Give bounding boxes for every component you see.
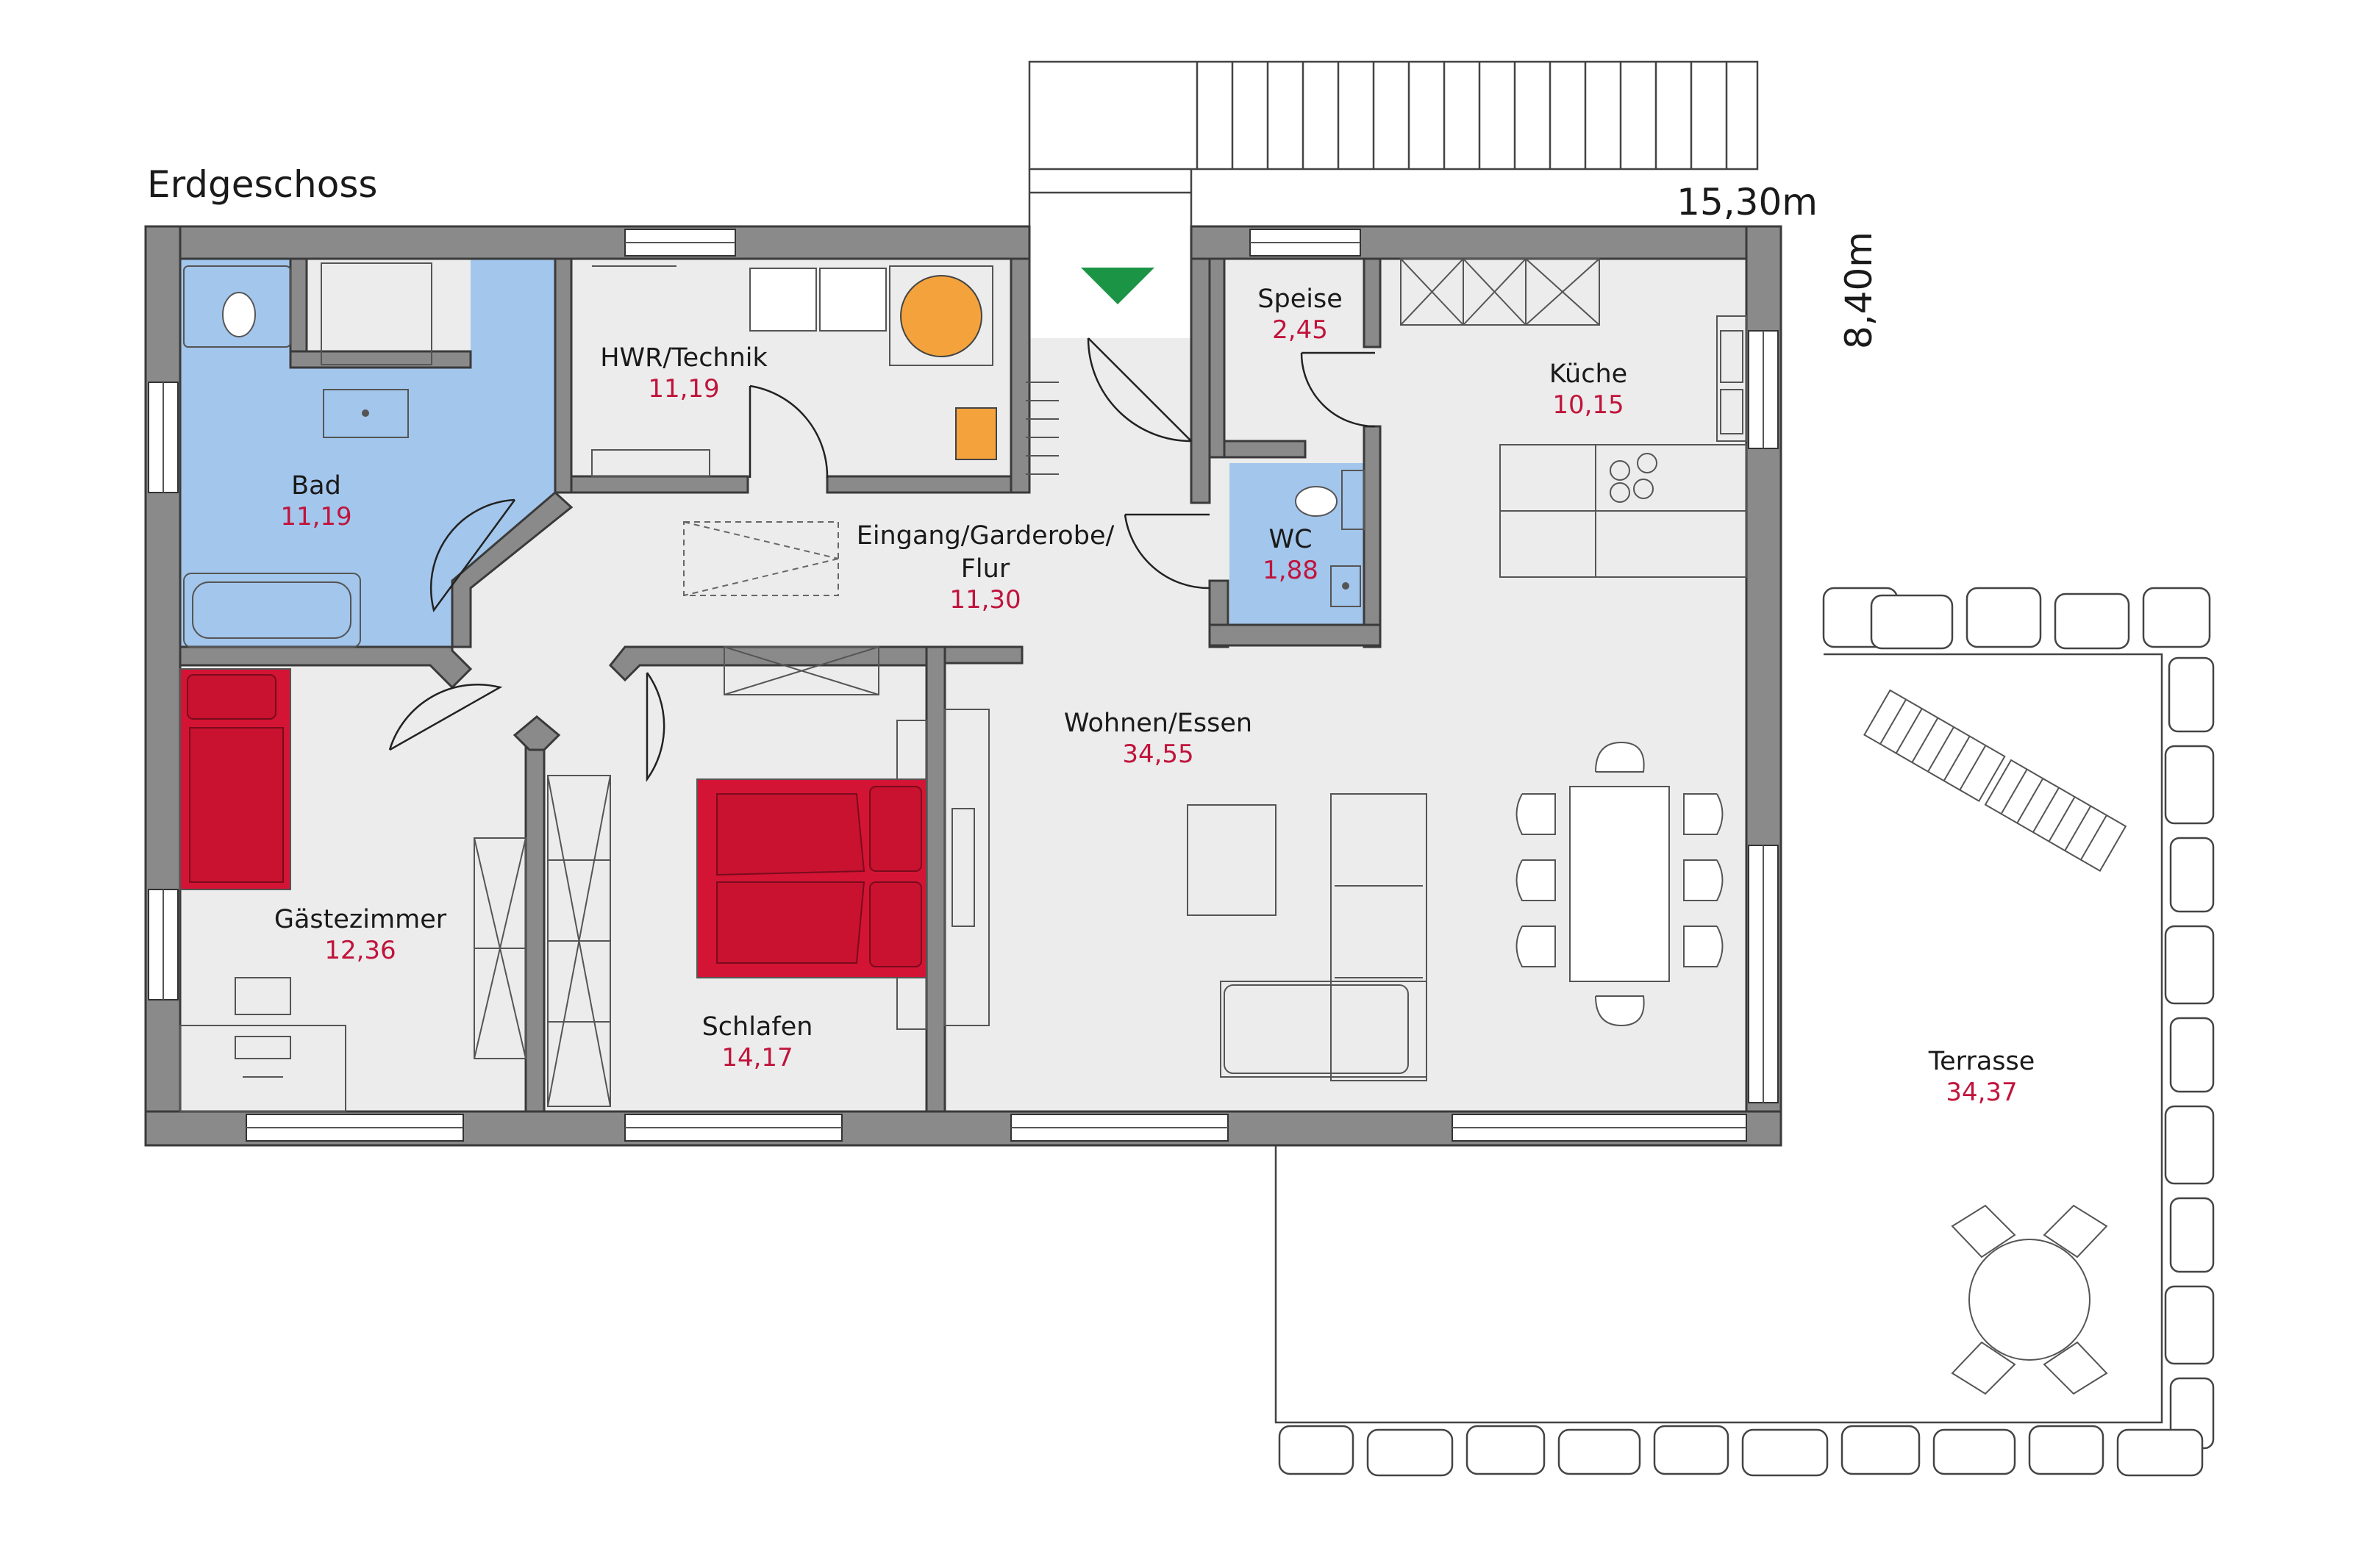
terrace — [1274, 587, 2215, 1477]
room-name-wohnen: Wohnen/Essen — [1064, 709, 1252, 738]
floors — [147, 228, 1779, 1132]
windows — [148, 229, 1779, 1142]
depth-dimension: 8,40m — [1838, 232, 1880, 349]
doors — [388, 337, 1376, 782]
sun-loungers — [1863, 689, 2127, 873]
entrance-marker — [1081, 268, 1154, 304]
wc-fixtures — [1295, 470, 1365, 607]
room-name-schlafen: Schlafen — [702, 1012, 813, 1042]
room-area-gaeste: 12,36 — [324, 936, 396, 965]
round-table-with-chairs — [1951, 1204, 2108, 1395]
wohnen-fixtures — [944, 709, 1724, 1081]
room-area-wc: 1,88 — [1263, 556, 1318, 585]
room-area-flur: 11,30 — [949, 585, 1021, 615]
bad-fixtures — [183, 262, 432, 648]
room-area-speise: 2,45 — [1272, 315, 1328, 345]
gaeste-fixtures — [179, 668, 526, 1112]
schlafen-fixtures — [547, 646, 927, 1107]
kueche-fixtures — [1400, 258, 1747, 578]
room-area-kueche: 10,15 — [1552, 390, 1624, 420]
room-name-wc: WC — [1268, 525, 1312, 554]
room-name-flur-2: Flur — [961, 554, 1010, 584]
wc-floor — [1229, 463, 1369, 625]
room-name-kueche: Küche — [1549, 359, 1627, 389]
room-name-gaeste: Gästezimmer — [274, 905, 447, 934]
room-name-speise: Speise — [1257, 284, 1342, 314]
room-name-flur-1: Eingang/Garderobe/ — [857, 521, 1115, 551]
flur-fixtures — [683, 521, 839, 596]
width-dimension: 15,30m — [1677, 181, 1818, 223]
terrace-stone-border — [1278, 587, 2215, 1477]
room-area-bad: 11,19 — [280, 502, 351, 531]
hwr-fixtures — [591, 265, 1059, 477]
room-name-terrasse: Terrasse — [1928, 1047, 2035, 1076]
entrance-stairs — [1028, 60, 1759, 226]
room-name-bad: Bad — [291, 471, 341, 501]
room-area-hwr: 11,19 — [648, 374, 719, 404]
room-name-hwr: HWR/Technik — [600, 343, 768, 373]
plan-title: Erdgeschoss — [147, 163, 377, 206]
room-area-wohnen: 34,55 — [1122, 740, 1193, 769]
room-area-terrasse: 34,37 — [1946, 1078, 2017, 1107]
bad-floor — [180, 259, 555, 647]
room-area-schlafen: 14,17 — [721, 1043, 793, 1073]
